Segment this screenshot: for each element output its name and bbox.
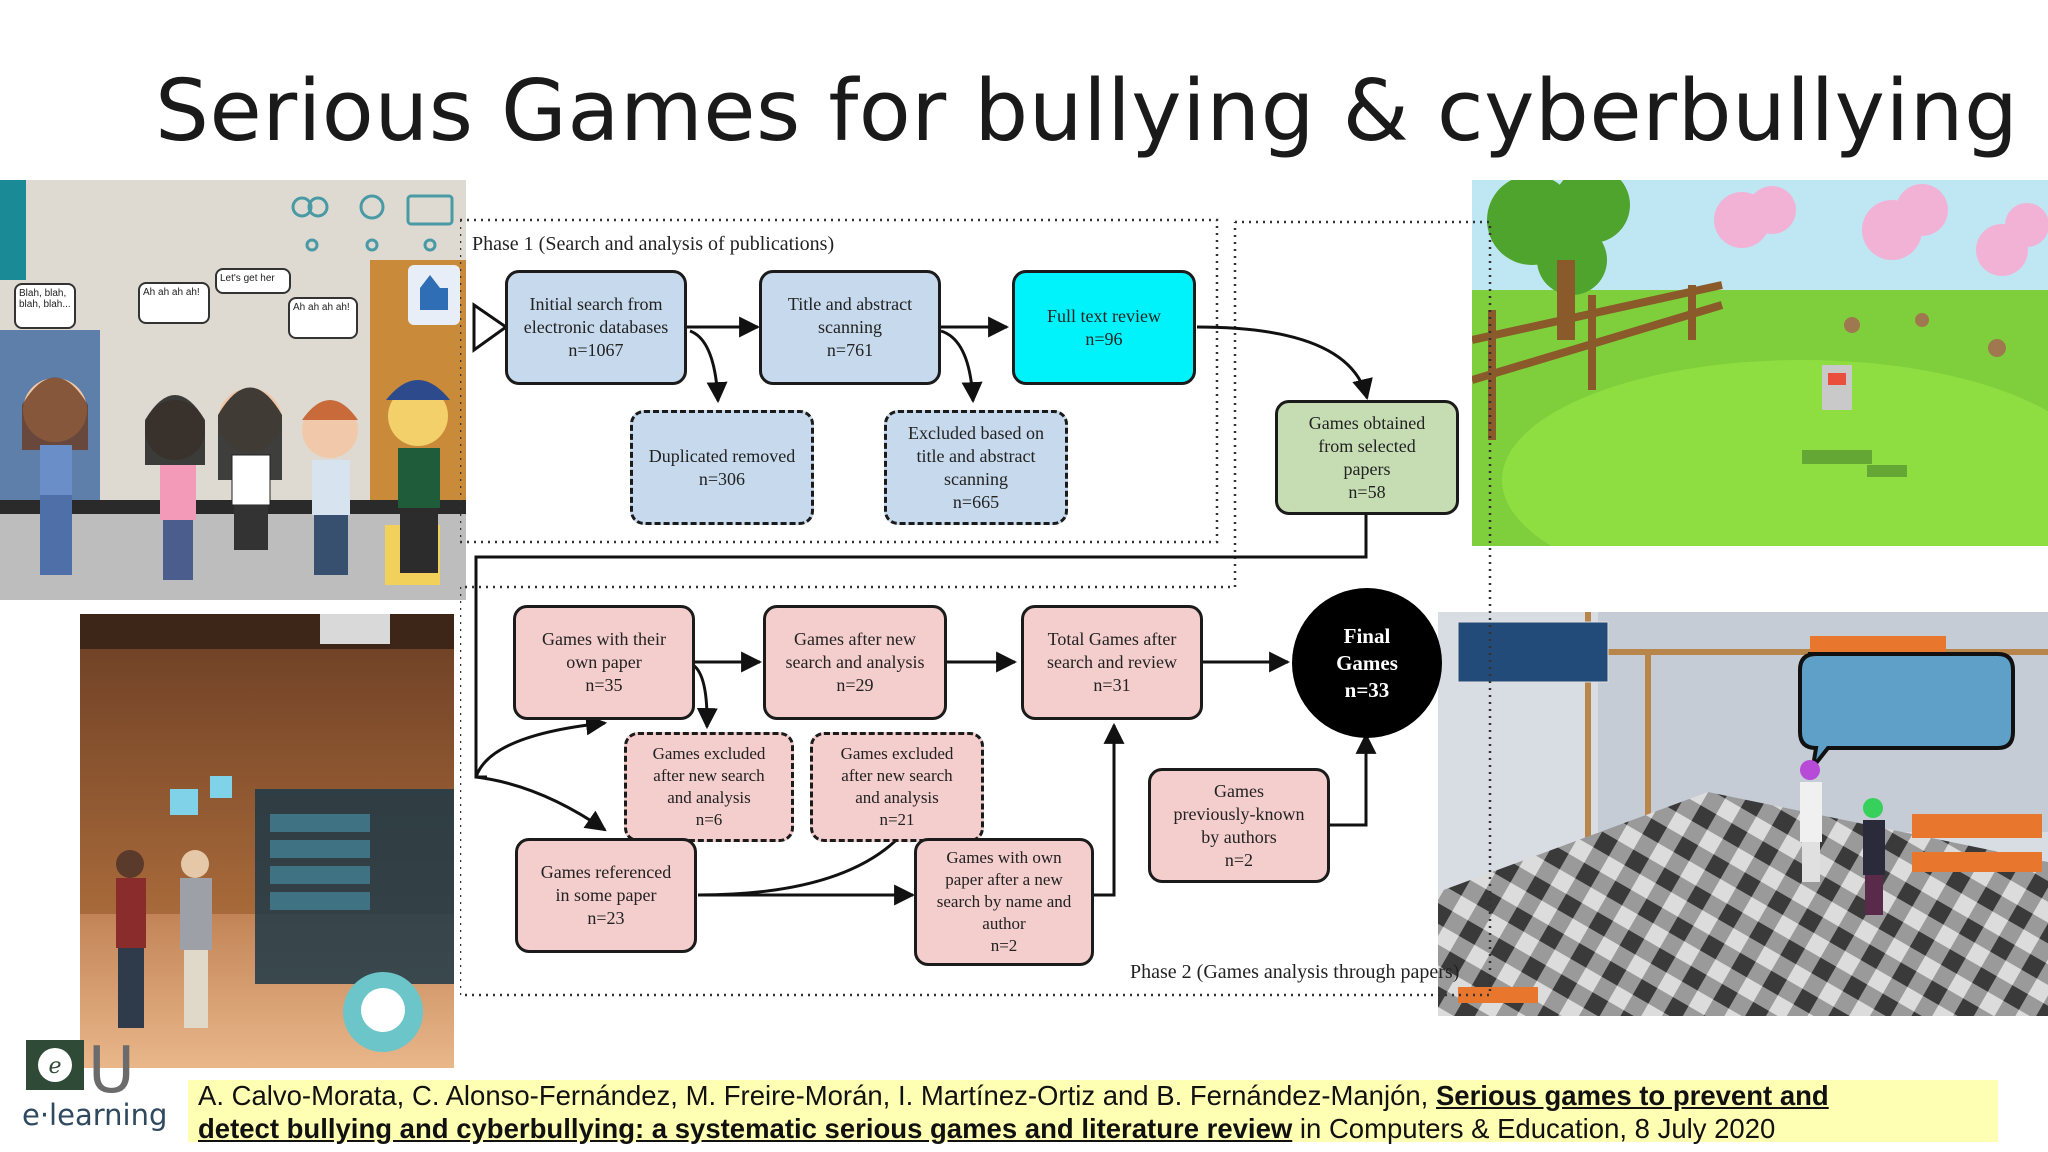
node-text: Initial search from — [529, 294, 663, 314]
node-text: by authors — [1201, 826, 1277, 847]
node-count: n=665 — [952, 491, 1000, 512]
logo-mark: e U — [26, 1036, 132, 1098]
node-text: title and abstract — [916, 445, 1036, 466]
node-games-own-paper-new-search: Games with own paper after a new search by… — [914, 838, 1094, 966]
game-screenshot-characters: Blah, blah, blah, blah... Ah ah ah ah! L… — [0, 180, 466, 600]
node-text: own paper — [566, 652, 642, 672]
node-text: scanning — [818, 317, 882, 337]
node-text: paper after a new — [945, 870, 1063, 889]
node-text: in some paper — [555, 885, 657, 905]
node-text: previously-known — [1173, 803, 1305, 824]
phase-1-label: Phase 1 (Search and analysis of publicat… — [472, 233, 835, 255]
node-games-referenced: Games referenced in some paper n=23 — [515, 838, 697, 953]
node-text: Games with own — [946, 848, 1062, 867]
node-text: Games obtained — [1308, 412, 1426, 433]
node-count: n=96 — [1085, 328, 1123, 349]
node-text: from selected — [1318, 435, 1416, 456]
node-games-excluded-1: Games excluded after new search and analys… — [624, 732, 794, 842]
node-count: n=33 — [1344, 677, 1390, 702]
game-screenshot-isometric — [1438, 612, 2048, 1016]
svg-text:U: U — [88, 1036, 132, 1098]
node-text: Excluded based on — [908, 422, 1044, 443]
node-text: papers — [1343, 458, 1391, 479]
node-text: Games referenced — [540, 862, 672, 882]
node-games-excluded-2: Games excluded after new search and analys… — [810, 732, 984, 842]
node-text: after new search — [653, 766, 765, 785]
node-text: Final — [1343, 623, 1391, 648]
reference-line-1: A. Calvo-Morata, C. Alonso-Fernández, M.… — [198, 1080, 1829, 1112]
node-title-abstract: Title and abstract scanning n=761 — [759, 270, 941, 385]
reference-box — [188, 1080, 1998, 1142]
elearning-logo: e U e·learning — [18, 1036, 178, 1136]
node-text: after new search — [841, 766, 953, 785]
node-text: author — [982, 914, 1026, 933]
node-count: n=2 — [1224, 849, 1254, 870]
farm-illustration — [1472, 180, 2048, 546]
node-text: and analysis — [667, 788, 751, 807]
node-text: and analysis — [855, 788, 939, 807]
game-screenshot-3d-room — [80, 614, 454, 1068]
node-text: Games excluded — [840, 744, 954, 763]
reference-authors: A. Calvo-Morata, C. Alonso-Fernández, M.… — [198, 1080, 1436, 1111]
node-games-own-paper: Games with their own paper n=35 — [513, 605, 695, 720]
node-count: n=29 — [836, 675, 874, 695]
svg-text:e: e — [48, 1054, 61, 1079]
node-count: n=761 — [826, 340, 874, 360]
phase-2-label: Phase 2 (Games analysis through papers) — [1130, 961, 1460, 983]
room-illustration — [80, 614, 454, 1068]
reference-title-link[interactable]: Serious games to prevent and — [1435, 1080, 1829, 1111]
node-text: Title and abstract — [787, 294, 913, 314]
node-text: electronic databases — [523, 317, 669, 337]
node-text: Games with their — [542, 629, 666, 649]
characters-illustration — [0, 180, 466, 600]
speech-bubble: Let's get her — [215, 268, 291, 294]
reference-line-2: detect bullying and cyberbullying: a sys… — [198, 1113, 1775, 1145]
reference-title-link[interactable]: detect bullying and cyberbullying: a sys… — [198, 1113, 1293, 1144]
node-text: search and review — [1047, 652, 1177, 672]
node-text: Games — [1336, 650, 1398, 675]
node-count: n=31 — [1093, 675, 1131, 695]
flow-diagram: Phase 1 (Search and analysis of publicat… — [460, 215, 1500, 1005]
node-text: Duplicated removed — [648, 445, 796, 466]
node-count: n=35 — [585, 675, 623, 695]
diagram-connectors — [460, 218, 1492, 997]
node-count: n=2 — [990, 936, 1018, 955]
slide-title: Serious Games for bullying & cyberbullyi… — [155, 62, 2019, 161]
node-text: scanning — [944, 468, 1008, 489]
isometric-illustration — [1438, 612, 2048, 1016]
node-text: Total Games after — [1047, 629, 1177, 649]
game-screenshot-farm — [1472, 180, 2048, 546]
node-count: n=21 — [879, 810, 915, 829]
node-initial-search: Initial search from electronic databases n… — [505, 270, 687, 385]
node-count: n=23 — [587, 908, 625, 928]
node-count: n=6 — [695, 810, 723, 829]
node-count: n=1067 — [568, 340, 624, 360]
reference-journal: in Computers & Education, 8 July 2020 — [1292, 1113, 1776, 1144]
node-text: search and analysis — [785, 652, 925, 672]
speech-bubble: Blah, blah, blah, blah... — [14, 283, 76, 329]
node-text: Games after new — [794, 629, 916, 649]
node-games-after-search: Games after new search and analysis n=29 — [763, 605, 947, 720]
node-text: search by name and — [936, 892, 1072, 911]
speech-bubble: Ah ah ah ah! — [288, 297, 358, 339]
node-total-games: Total Games after search and review n=31 — [1021, 605, 1203, 720]
logo-text: e·learning — [22, 1098, 168, 1132]
speech-bubble: Ah ah ah ah! — [138, 282, 210, 324]
node-count: n=58 — [1348, 481, 1386, 502]
node-count: n=306 — [698, 468, 746, 489]
node-text: Games excluded — [652, 744, 766, 763]
node-text: Games — [1214, 780, 1264, 801]
node-text: Full text review — [1047, 305, 1161, 326]
